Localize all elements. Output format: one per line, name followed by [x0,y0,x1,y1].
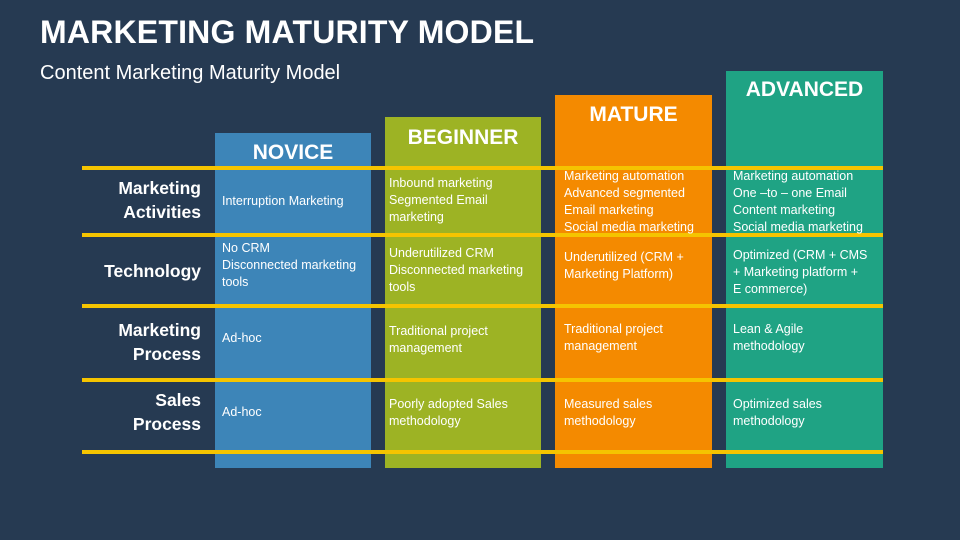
cell-beginner: Underutilized CRM Disconnected marketing t… [389,245,523,296]
cell-advanced: Lean & Agile methodology [733,321,805,355]
cell-text-line: Interruption Marketing [222,194,344,208]
column-header-beginner: BEGINNER [407,126,519,149]
cell-text-line: Lean & Agile [733,322,804,336]
cell-text-line: methodology [733,414,805,428]
cell-text-line: tools [389,280,416,294]
cell-mature: Underutilized (CRM + Marketing Platform) [564,249,684,283]
cell-text-line: Disconnected marketing [389,263,524,277]
cell-text-line: Optimized sales [733,397,822,411]
cell-novice: No CRM Disconnected marketing tools [222,240,356,291]
cell-advanced: Optimized (CRM + CMS + Marketing platform… [733,247,867,298]
cell-text-line: methodology [733,339,805,353]
cell-text-line: Email marketing [564,203,654,217]
cell-text-line: Marketing automation [733,169,854,183]
column-novice: NOVICE [215,133,371,468]
cell-text-line: Segmented Email [389,193,488,207]
cell-text-line: No CRM [222,241,270,255]
column-mature: MATURE [555,95,712,468]
row-label: Technology [60,259,201,283]
cell-text-line: Marketing Platform) [564,267,674,281]
row-divider [82,378,883,382]
cell-text-line: Poorly adopted Sales [389,397,508,411]
row-label-line: Process [132,414,201,434]
cell-text-line: methodology [389,414,461,428]
row-label-line: Marketing [118,178,201,198]
row-label-line: Sales [155,390,201,410]
cell-text-line: management [564,339,637,353]
cell-novice: Ad-hoc [222,330,262,347]
row-divider [82,166,883,170]
cell-text-line: E commerce) [733,282,808,296]
cell-text-line: Underutilized (CRM + [564,250,684,264]
cell-text-line: tools [222,275,249,289]
column-header-advanced: ADVANCED [745,78,864,101]
row-divider [82,233,883,237]
cell-text-line: Optimized (CRM + CMS [733,248,868,262]
cell-text-line: Marketing automation [564,169,685,183]
row-divider [82,450,883,454]
cell-mature: Measured sales methodology [564,396,652,430]
row-label-line: Process [132,344,201,364]
cell-text-line: Disconnected marketing [222,258,357,272]
cell-text-line: Traditional project [389,324,488,338]
cell-novice: Ad-hoc [222,404,262,421]
cell-novice: Interruption Marketing [222,193,344,210]
cell-text-line: Underutilized CRM [389,246,494,260]
cell-text-line: marketing [389,210,444,224]
column-header-mature: MATURE [589,103,678,126]
row-label-line: Activities [123,202,201,222]
cell-text-line: management [389,341,462,355]
cell-text-line: Advanced segmented [564,186,685,200]
cell-text-line: One –to – one Email [733,186,847,200]
cell-text-line: + Marketing platform + [733,265,859,279]
cell-advanced: Optimized sales methodology [733,396,822,430]
page-title: MARKETING MATURITY MODEL [40,14,535,50]
cell-beginner: Poorly adopted Sales methodology [389,396,508,430]
cell-text-line: Traditional project [564,322,663,336]
cell-text-line: Social media marketing [733,220,863,234]
row-label-line: Technology [104,261,201,281]
cell-text-line: Social media marketing [564,220,694,234]
page-subtitle: Content Marketing Maturity Model [40,62,341,84]
cell-text-line: Inbound marketing [389,176,493,190]
cell-text-line: Ad-hoc [222,331,262,345]
row-divider [82,304,883,308]
column-beginner: BEGINNER [385,117,541,468]
cell-text-line: methodology [564,414,636,428]
cell-text-line: Measured sales [564,397,653,411]
cell-beginner: Traditional project management [389,323,488,357]
column-header-novice: NOVICE [252,141,334,164]
column-advanced: ADVANCED [726,71,883,468]
row-label-line: Marketing [118,320,201,340]
cell-mature: Traditional project management [564,321,663,355]
cell-text-line: Ad-hoc [222,405,262,419]
cell-text-line: Content marketing [733,203,836,217]
